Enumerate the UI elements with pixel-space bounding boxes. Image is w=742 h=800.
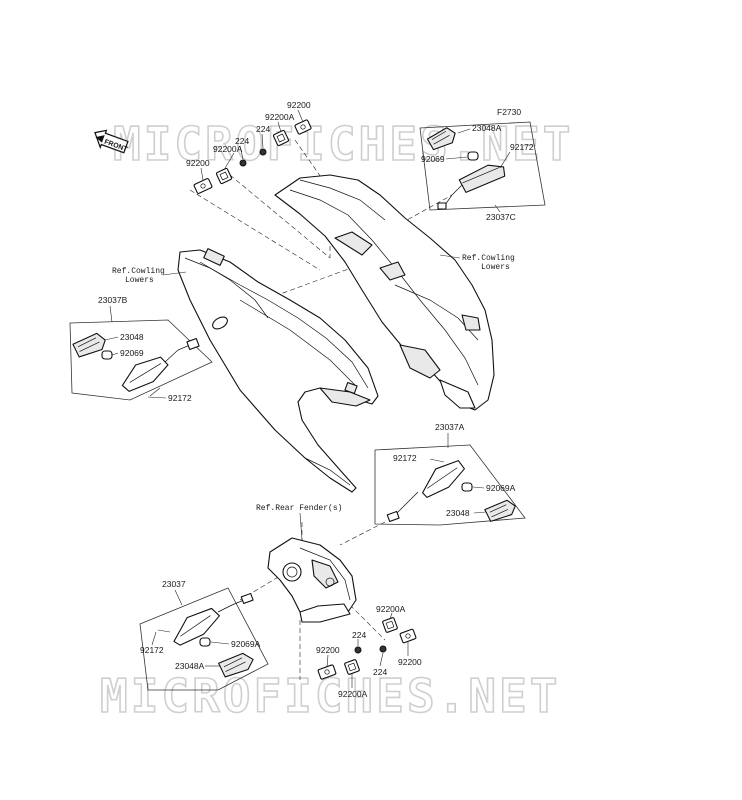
ref-rear-fender: Ref.Rear Fender(s) — [256, 504, 342, 513]
label-23037B: 23037B — [98, 295, 128, 305]
clip-92200A-top — [272, 129, 290, 147]
lens-23048A-bottom-left — [218, 652, 254, 678]
watermark-top: MICROFICHES.NET — [113, 117, 573, 171]
clip-92200A-bottom — [344, 659, 360, 675]
label-92172-bottom-left: 92172 — [140, 645, 164, 655]
turn-signal-23037B — [69, 319, 213, 401]
signal-body-top-right — [458, 164, 506, 193]
label-92200-br1: 92200 — [398, 657, 422, 667]
label-23048-right: 23048 — [446, 508, 470, 518]
clip-92200-bottom — [317, 664, 337, 680]
label-92200A-br: 92200A — [376, 604, 406, 614]
label-23037: 23037 — [162, 579, 186, 589]
lens-23048-left — [72, 332, 106, 358]
turn-signal-23037 — [139, 587, 269, 691]
screw-224-left — [239, 159, 247, 167]
label-224-top: 224 — [256, 124, 270, 134]
screw-224-br1 — [379, 645, 387, 653]
left-side-cowl — [177, 248, 379, 493]
turn-signal-23037C — [419, 121, 546, 211]
clip-92200A-br — [382, 617, 398, 633]
signal-body-left — [121, 356, 169, 392]
lens-23048A-top-right — [426, 127, 456, 151]
screw-224-top — [259, 148, 267, 156]
signal-body-bottom-left — [173, 607, 220, 646]
label-92172-left: 92172 — [168, 393, 192, 403]
rear-fender-bracket — [267, 537, 357, 623]
label-92069-left: 92069 — [120, 348, 144, 358]
label-92069A-right: 92069A — [486, 483, 516, 493]
right-side-cowl — [274, 174, 495, 411]
clip-92200-top — [294, 119, 312, 135]
label-92200-br2: 92200 — [316, 645, 340, 655]
ref-cowling-right-line1: Ref.Cowling — [462, 254, 515, 263]
label-224-left: 224 — [235, 136, 249, 146]
clip-92200-br — [399, 628, 417, 644]
ref-cowling-left-line2: Lowers — [125, 276, 154, 285]
signal-body-right — [422, 460, 465, 498]
ref-cowling-right-line2: Lowers — [481, 263, 510, 272]
label-92200-left: 92200 — [186, 158, 210, 168]
label-92200A-top: 92200A — [265, 112, 295, 122]
label-23048-left: 23048 — [120, 332, 144, 342]
label-224-br1: 224 — [352, 630, 366, 640]
bottom-fastener-group — [317, 612, 417, 688]
label-92200A-bottom: 92200A — [338, 689, 368, 699]
watermark-bottom: MICROFICHES.NET — [100, 669, 560, 723]
clip-92200A-left — [215, 167, 233, 185]
label-23037A: 23037A — [435, 422, 465, 432]
ref-cowling-left-line1: Ref.Cowling — [112, 267, 165, 276]
screw-224-br2 — [354, 646, 362, 654]
label-224-br2: 224 — [373, 667, 387, 677]
label-92069A-bottom-left: 92069A — [231, 639, 261, 649]
label-23048A-top-right: 23048A — [472, 123, 502, 133]
label-92200A-left: 92200A — [213, 144, 243, 154]
label-23048A-bottom-left: 23048A — [175, 661, 205, 671]
figure-code: F2730 — [497, 107, 521, 117]
label-92200-top: 92200 — [287, 100, 311, 110]
clip-92200-left — [193, 178, 213, 194]
label-92172-right: 92172 — [393, 453, 417, 463]
turn-signal-23037A — [374, 444, 526, 526]
label-23037C: 23037C — [486, 212, 516, 222]
top-fastener-group — [193, 109, 312, 194]
label-92069-top-right: 92069 — [421, 154, 445, 164]
label-92172-top-right: 92172 — [510, 142, 534, 152]
lens-23048-right — [484, 499, 516, 522]
